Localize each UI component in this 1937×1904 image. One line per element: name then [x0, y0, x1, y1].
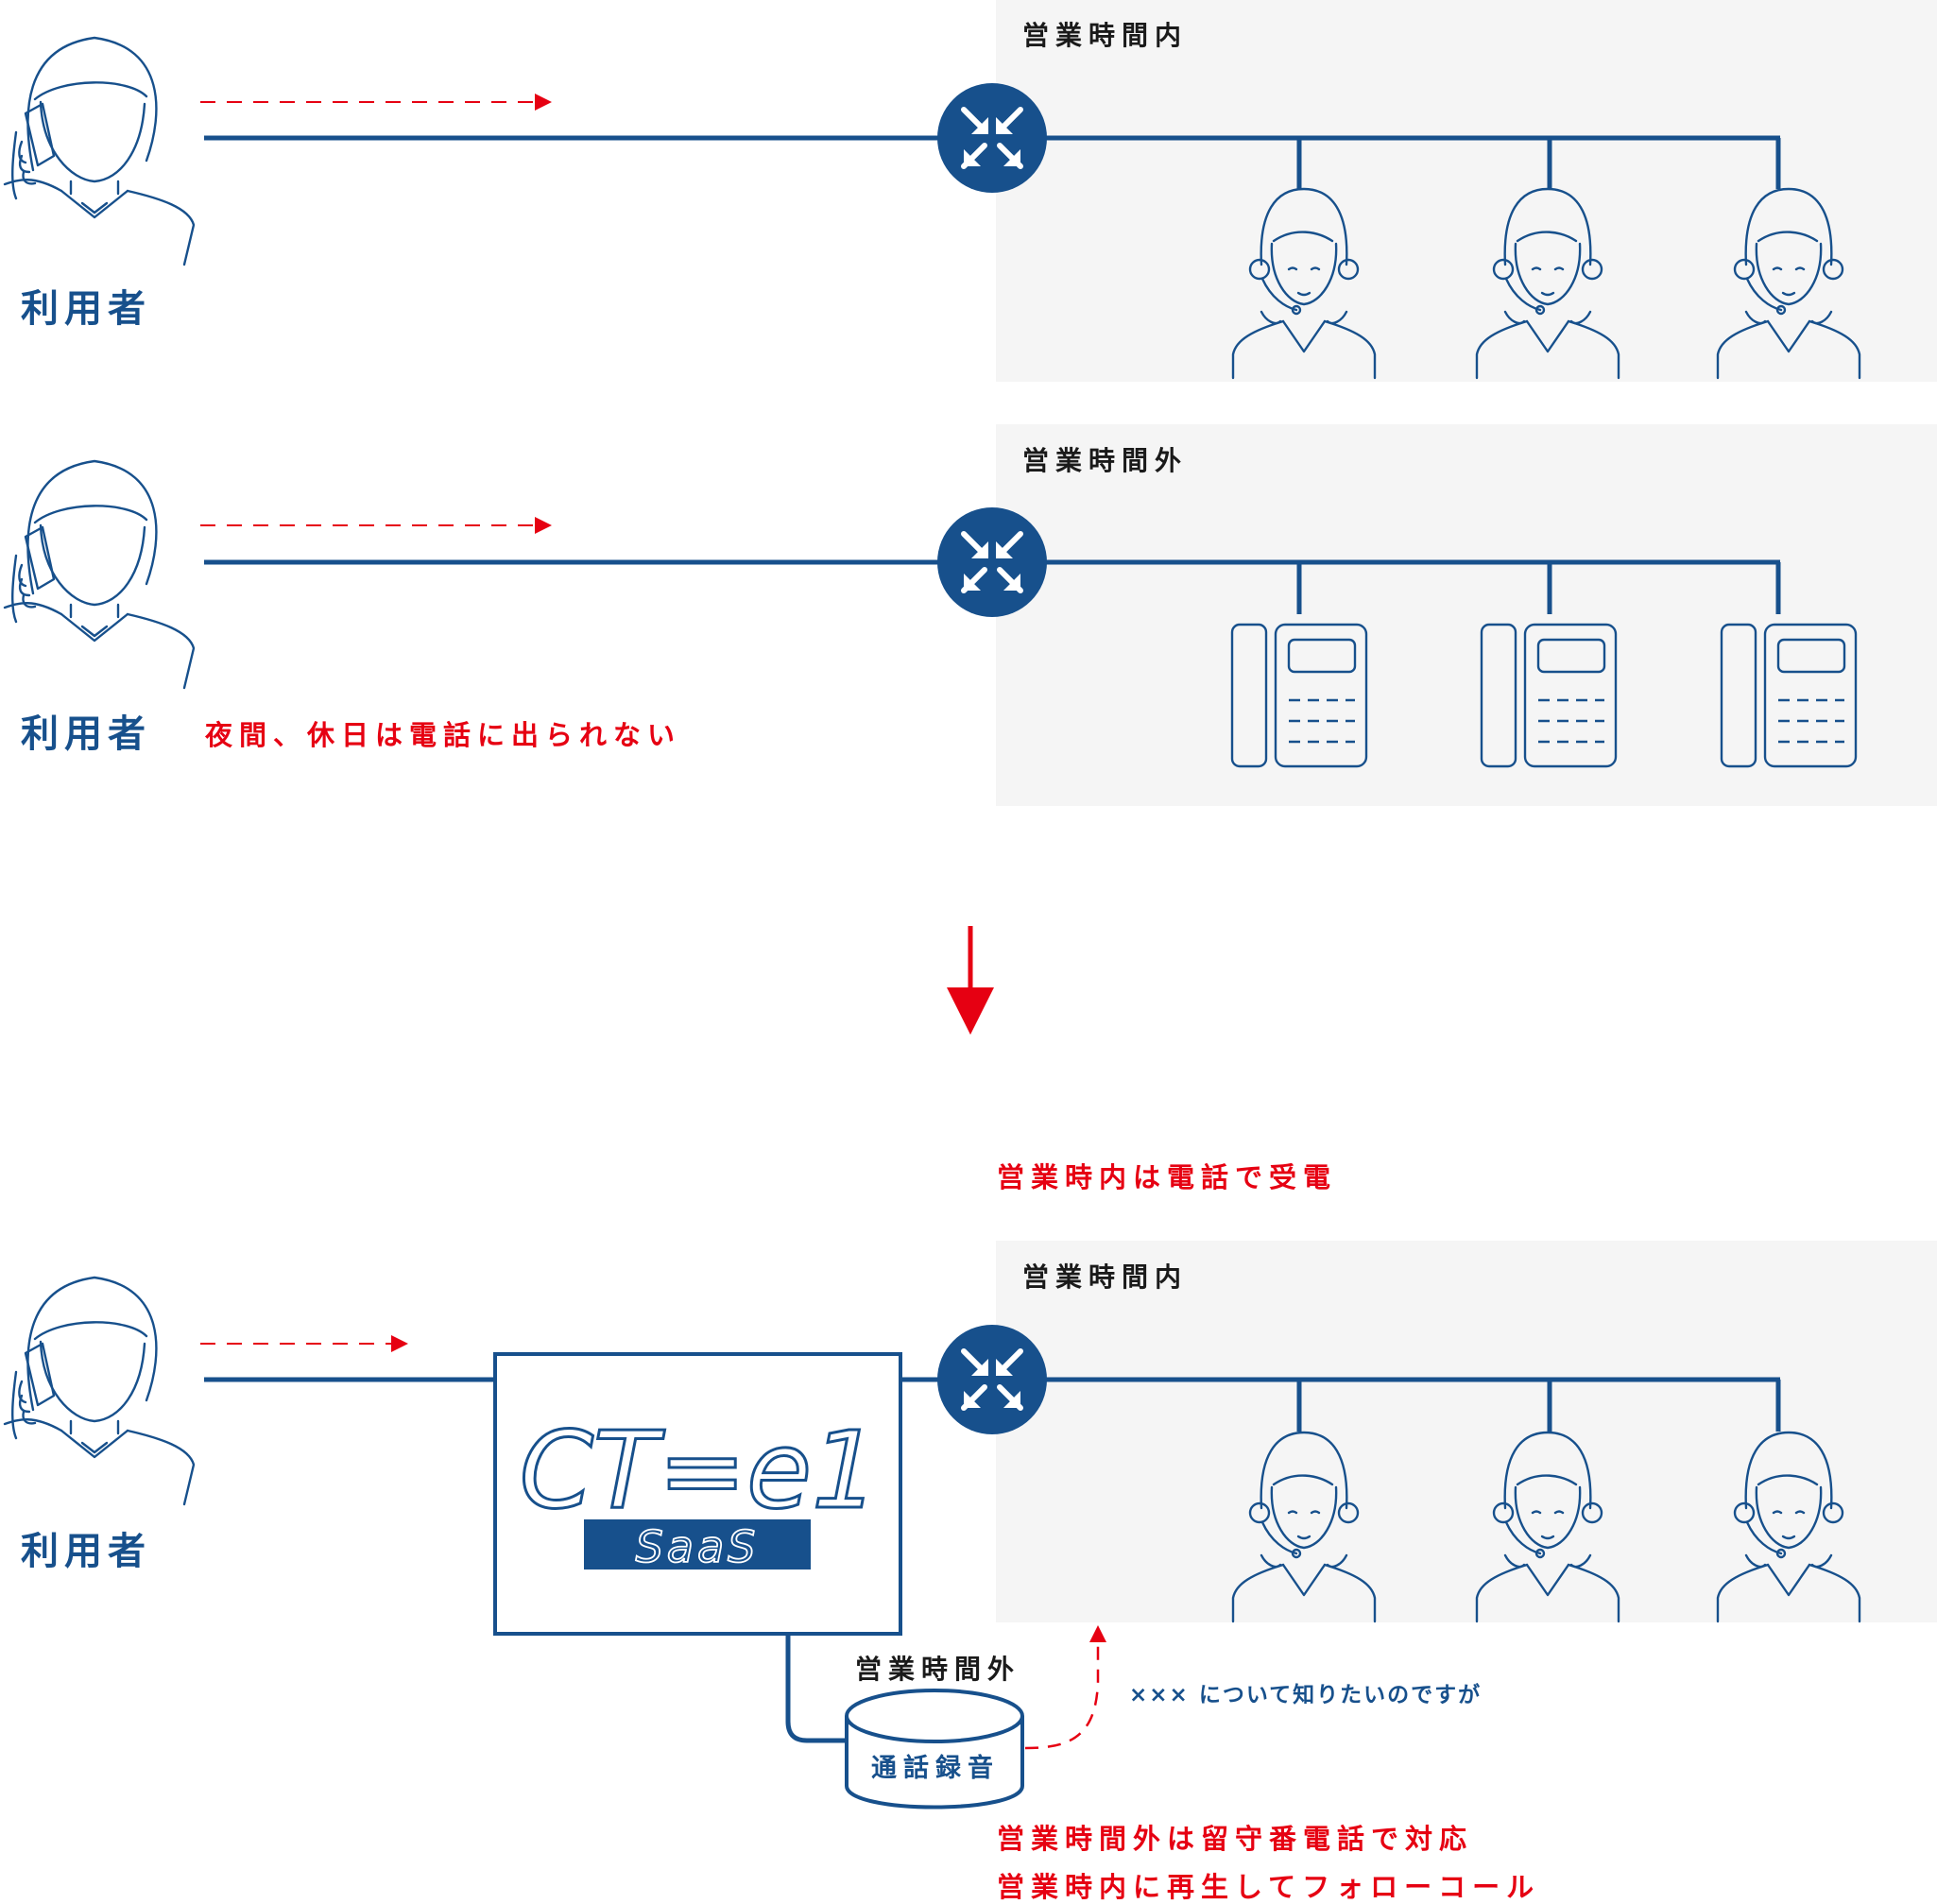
answer-in-hours-note: 営業時内は電話で受電 [997, 1161, 1337, 1193]
product-tag: SaaS [636, 1521, 760, 1572]
caller-on-phone-icon [3, 459, 196, 690]
drops-1 [1296, 138, 1781, 189]
router-icon [937, 83, 1047, 193]
note-line-1: 営業時間外は留守番電話で対応 [997, 1823, 1473, 1855]
drops-3 [1296, 1380, 1781, 1432]
note-line-2: 営業時内に再生してフォローコール [997, 1871, 1540, 1903]
router-icon [937, 507, 1047, 617]
router-icon [937, 1325, 1047, 1434]
user-label-2: 利用者 [21, 712, 151, 756]
user-label-1: 利用者 [21, 287, 151, 331]
ct-e1-box [493, 1352, 902, 1636]
product-tag-bar [584, 1519, 811, 1570]
user-label-3: 利用者 [21, 1530, 151, 1573]
arrow-down-icon [947, 926, 994, 1035]
recording-connector [785, 1636, 849, 1743]
red-dashed-arrow-3 [200, 1335, 408, 1352]
caller-on-phone-icon [3, 1276, 196, 1506]
out-hours-panel [996, 424, 1937, 806]
cannot-answer-note: 夜間、休日は電話に出られない [204, 719, 681, 751]
recording-label: 通話録音 [871, 1753, 1000, 1783]
red-dashed-arrow-2 [200, 517, 552, 534]
red-dashed-arrow-1 [200, 94, 552, 111]
caller-message: ××× について知りたいのですが [1129, 1682, 1482, 1707]
database-icon [845, 1689, 1024, 1810]
callback-arrow [1024, 1625, 1106, 1750]
in-hours-panel-2 [996, 1241, 1937, 1622]
drops-2 [1296, 562, 1781, 614]
in-hours-title-1: 営業時間内 [1022, 20, 1188, 51]
product-logo: CT=e1 [520, 1410, 880, 1533]
in-hours-title-2: 営業時間内 [1022, 1261, 1188, 1293]
out-hours-title-2: 営業時間外 [855, 1654, 1020, 1685]
in-hours-panel-1 [996, 0, 1937, 382]
caller-on-phone-icon [3, 36, 196, 266]
out-hours-title-1: 営業時間外 [1022, 445, 1188, 476]
